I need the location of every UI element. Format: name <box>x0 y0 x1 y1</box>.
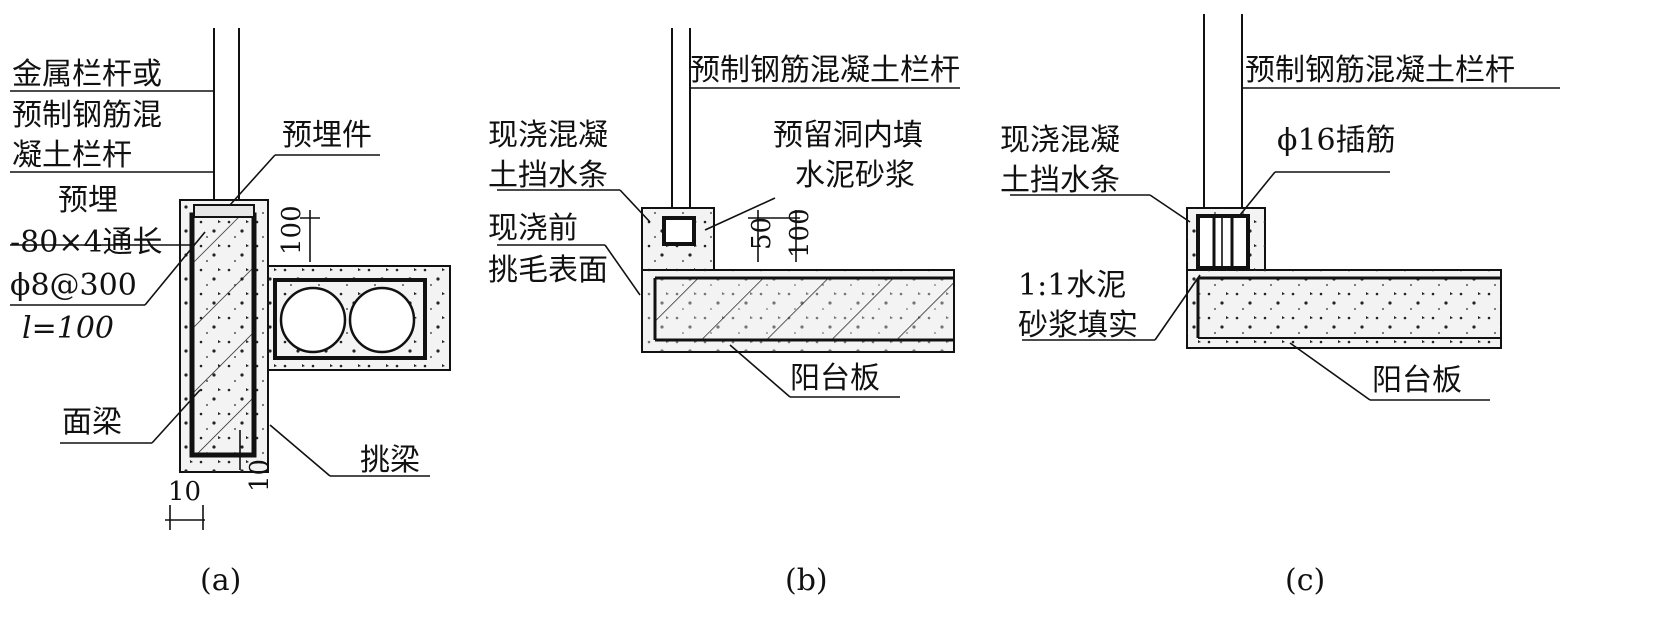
leaders-a <box>10 90 430 477</box>
dim-50-b: 50 <box>747 217 777 250</box>
leaders-b <box>497 87 960 398</box>
caption-c: (c) <box>1285 563 1325 598</box>
label-embed-spec-4: l=100 <box>22 311 114 346</box>
face-beam <box>179 199 269 473</box>
label-hole-fill-line1: 预留洞内填 <box>773 118 923 153</box>
dim-100-b: 100 <box>785 208 815 258</box>
panel-b: 预制钢筋混凝土栏杆 现浇混凝 土挡水条 预留洞内填 水泥砂浆 现浇前 挑毛表面 … <box>488 28 960 598</box>
label-rough-surface-line2: 挑毛表面 <box>488 253 608 288</box>
label-mortar-fill-line1: 1:1水泥 <box>1018 268 1126 303</box>
label-embed-spec-2: -80×4通长 <box>10 225 163 260</box>
railing-post-a <box>213 28 240 208</box>
panel-c: 预制钢筋混凝土栏杆 现浇混凝 土挡水条 ϕ16插筋 1:1水泥 砂浆填实 阳台板… <box>1000 14 1560 598</box>
label-embed-spec-1: 预埋 <box>58 183 118 218</box>
leaders-c <box>1010 87 1560 401</box>
panel-a: 金属栏杆或 预制钢筋混 凝土栏杆 预埋件 预埋 -80×4通长 ϕ8@300 l… <box>10 28 451 598</box>
dim-100-a: 100 <box>277 205 307 255</box>
label-railing-c: 预制钢筋混凝土栏杆 <box>1245 53 1515 88</box>
label-railing-line2: 预制钢筋混 <box>12 98 162 133</box>
balcony-slab-c <box>1186 269 1502 349</box>
railing-post-c <box>1203 14 1243 210</box>
label-curb-c-line2: 土挡水条 <box>1000 163 1120 198</box>
label-embedded-part: 预埋件 <box>282 118 372 153</box>
label-railing-line3: 凝土栏杆 <box>12 138 132 173</box>
dim-10-left: 10 <box>168 477 201 507</box>
label-curb-c-line1: 现浇混凝 <box>1000 123 1120 158</box>
label-railing-b: 预制钢筋混凝土栏杆 <box>690 53 960 88</box>
concrete-curb-b <box>641 207 715 271</box>
label-balcony-slab-c: 阳台板 <box>1372 363 1462 398</box>
label-curb-b-line2: 土挡水条 <box>488 158 608 193</box>
label-railing-line1: 金属栏杆或 <box>12 57 162 92</box>
label-balcony-slab-b: 阳台板 <box>790 361 880 396</box>
dimensions-b <box>748 210 800 262</box>
label-mortar-fill-line2: 砂浆填实 <box>1018 308 1138 343</box>
label-rough-surface-line1: 现浇前 <box>488 211 578 246</box>
label-face-beam: 面梁 <box>62 405 122 440</box>
caption-a: (a) <box>200 563 241 598</box>
label-dowel-bar: ϕ16插筋 <box>1277 123 1396 158</box>
label-embed-spec-3: ϕ8@300 <box>10 268 137 303</box>
label-cantilever-beam: 挑梁 <box>360 443 420 478</box>
hollow-core-slab <box>267 265 451 371</box>
dimensions-a <box>165 210 320 530</box>
label-hole-fill-line2: 水泥砂浆 <box>795 158 915 193</box>
dim-10-bottom: 10 <box>245 459 275 492</box>
balcony-slab-b <box>641 269 955 353</box>
concrete-curb-c <box>1186 207 1266 271</box>
caption-b: (b) <box>785 563 828 598</box>
label-curb-b-line1: 现浇混凝 <box>488 118 608 153</box>
railing-post-b <box>671 28 691 240</box>
